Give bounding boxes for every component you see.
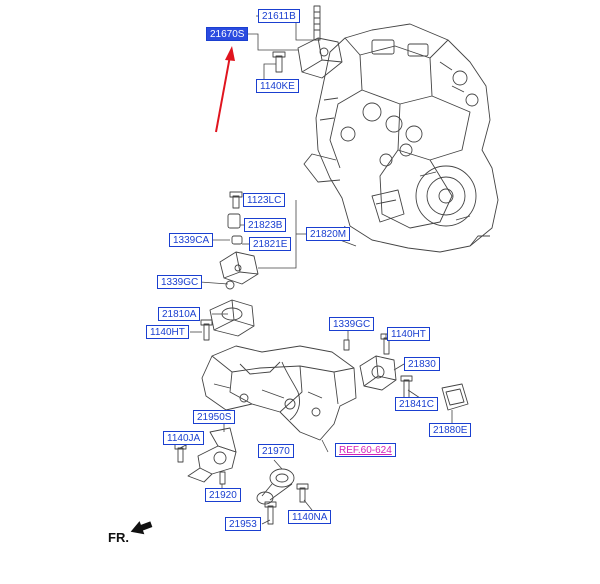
part-label-1123LC[interactable]: 1123LC [243,193,286,207]
roll-rod-assembly [256,468,309,525]
part-label-21821E[interactable]: 21821E [249,237,292,251]
part-label-1140HT-left[interactable]: 1140HT [146,325,189,339]
part-label-1140HT-right[interactable]: 1140HT [387,327,430,341]
part-label-21823B[interactable]: 21823B [244,218,287,232]
part-label-21611B[interactable]: 21611B [258,9,300,23]
part-label-1140NA[interactable]: 1140NA [288,510,332,524]
front-marker-label: FR. [108,530,129,545]
part-label-21950S[interactable]: 21950S [193,410,236,424]
part-label-21970[interactable]: 21970 [258,444,294,458]
part-label-21820M[interactable]: 21820M [306,227,351,241]
highlight-pointer-arrow [215,46,235,133]
leader-lines [179,15,453,525]
part-label-21920[interactable]: 21920 [205,488,241,502]
subframe-crossmember [201,345,357,441]
engine-illustration [303,23,499,253]
part-label-1339CA[interactable]: 1339CA [169,233,214,247]
part-label-21830[interactable]: 21830 [404,357,440,371]
part-label-21953[interactable]: 21953 [225,517,261,531]
part-label-21841C[interactable]: 21841C [395,397,439,411]
part-label-1140KE[interactable]: 1140KE [256,79,299,93]
left-mount-assembly [200,191,259,341]
reference-link-60-624[interactable]: REF.60-624 [335,443,396,457]
part-label-21670S[interactable]: 21670S [206,27,249,41]
part-label-1140JA[interactable]: 1140JA [163,431,205,445]
part-label-21880E[interactable]: 21880E [429,423,472,437]
right-mount-assembly [343,333,469,411]
part-label-1339GC-left[interactable]: 1339GC [157,275,203,289]
part-label-1339GC-right[interactable]: 1339GC [329,317,375,331]
front-direction-arrow [130,521,153,535]
lower-mount-assembly [174,427,237,485]
part-label-21810A[interactable]: 21810A [158,307,201,321]
